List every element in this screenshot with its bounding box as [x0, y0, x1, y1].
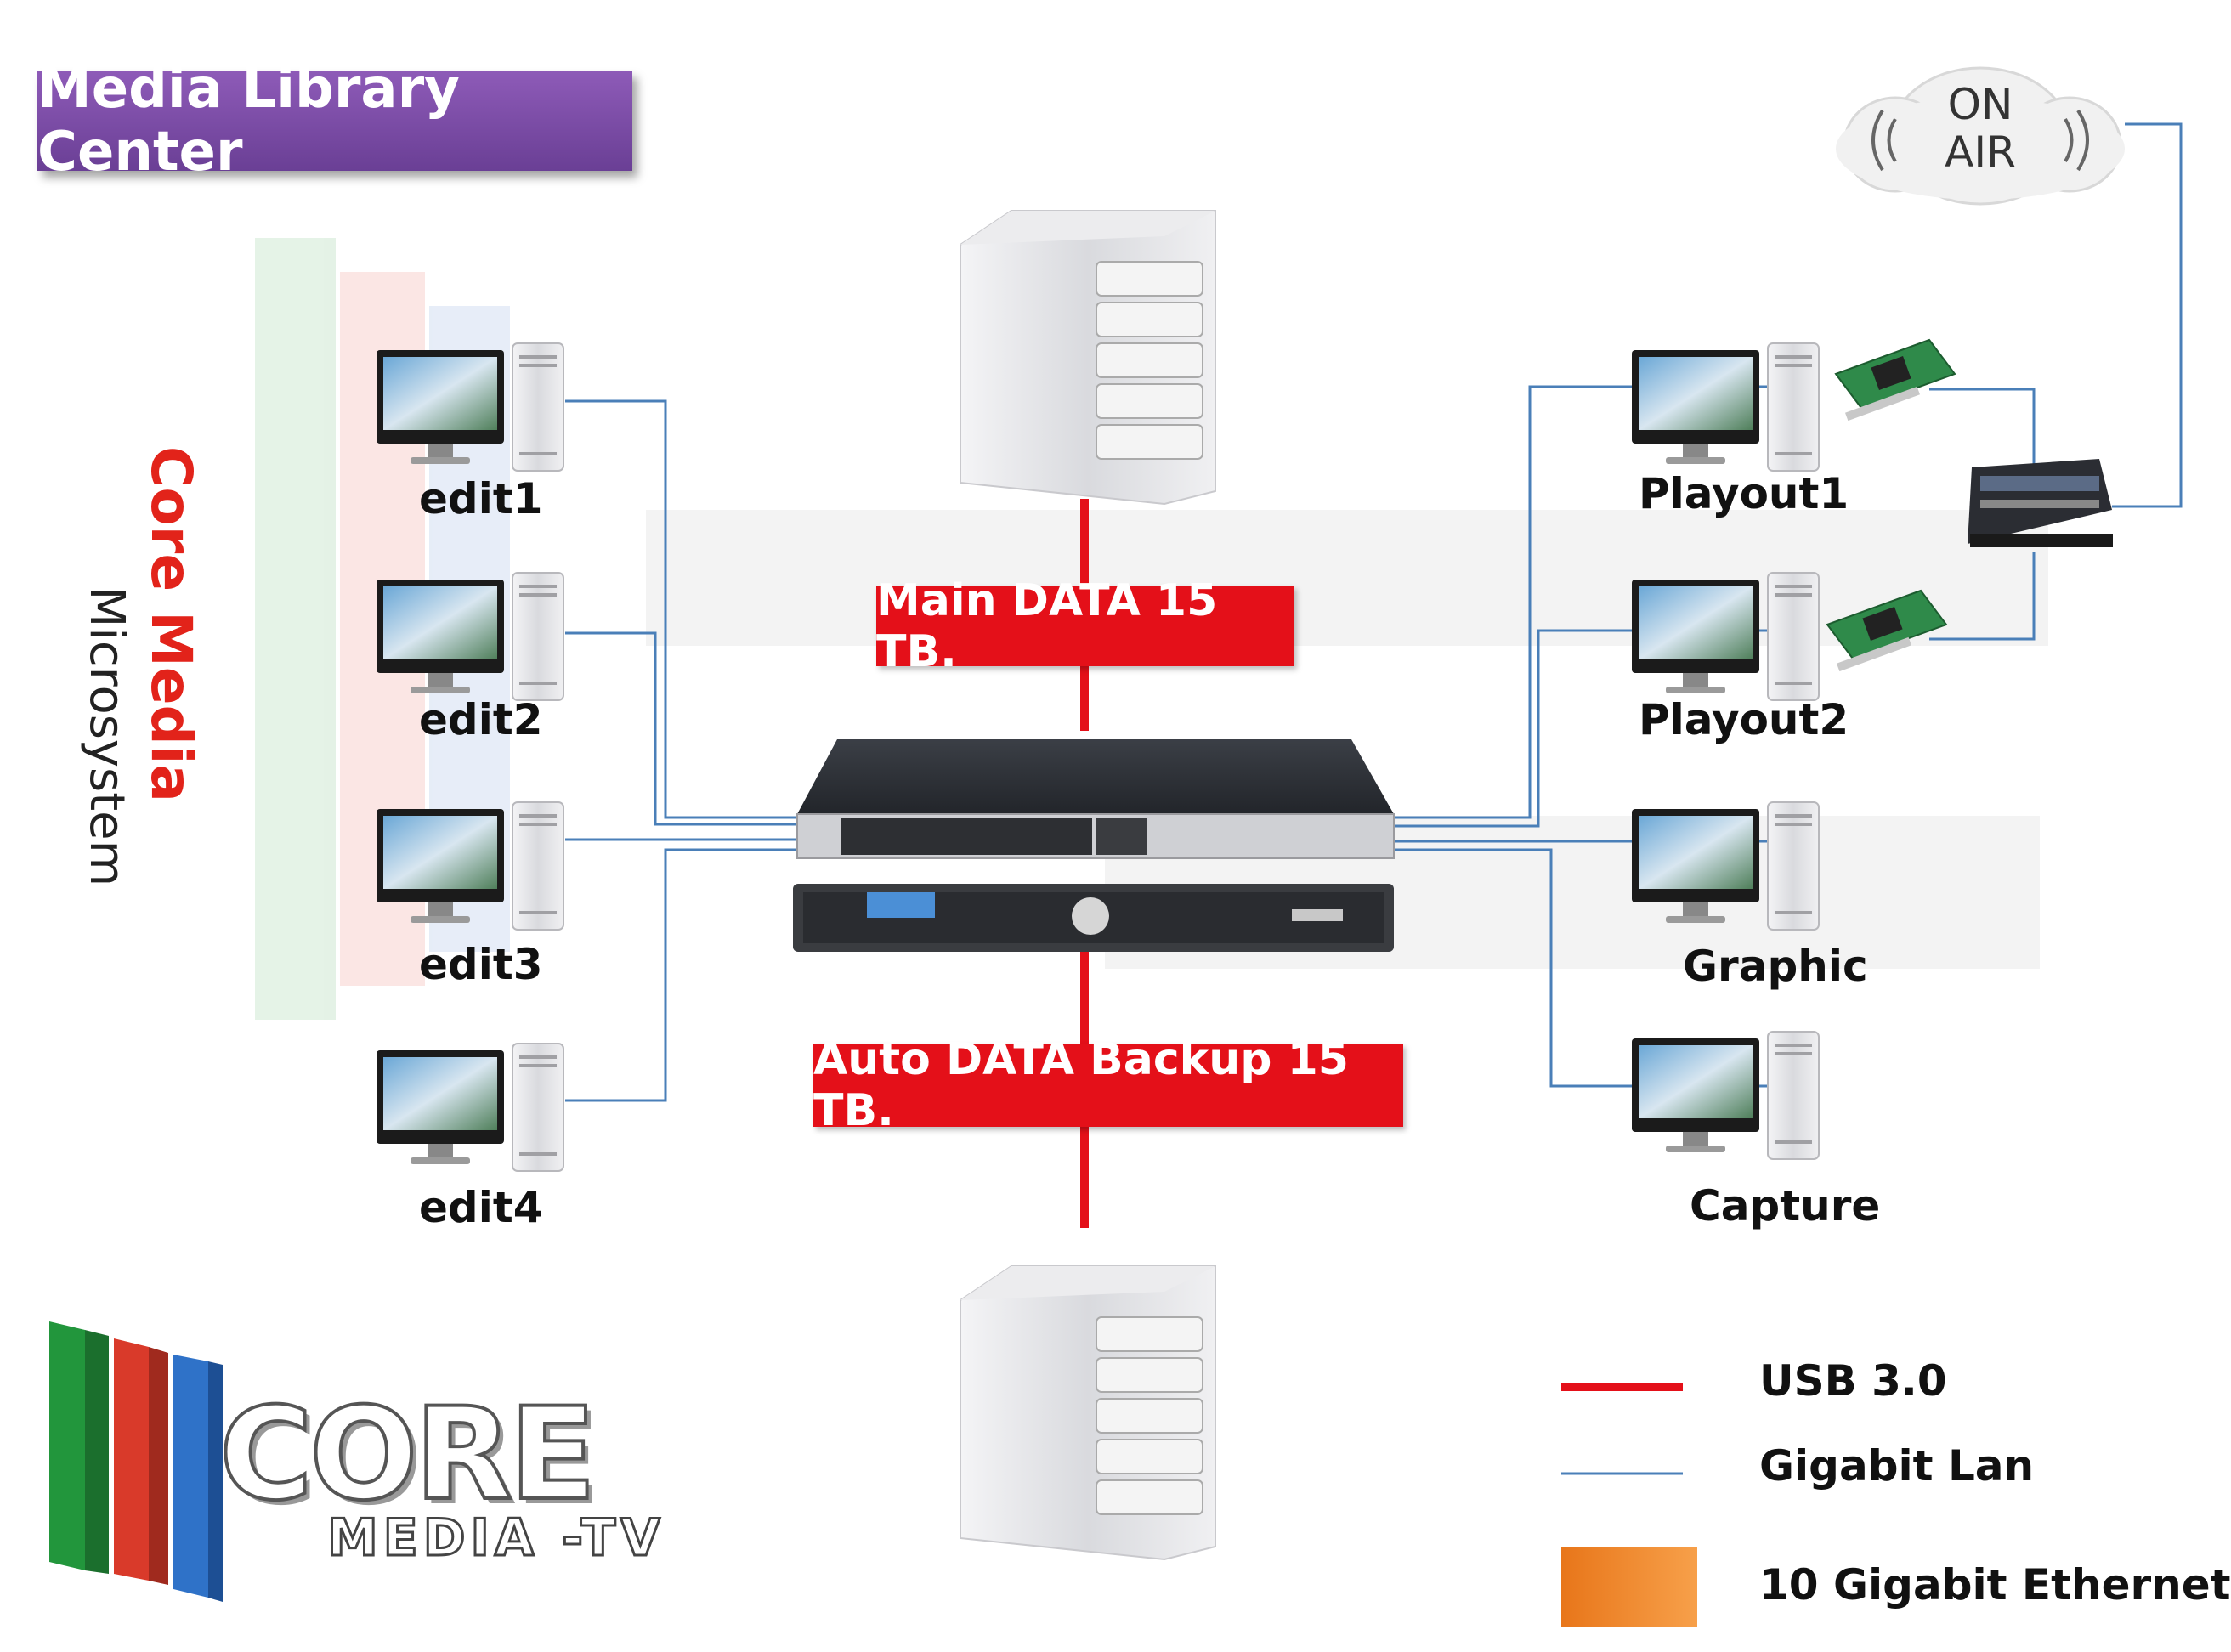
- brand-name: Core Media: [139, 446, 204, 802]
- node-label-edit4: edit4: [419, 1183, 543, 1232]
- legend-ten-gig-label: 10 Gigabit Ethernet: [1759, 1560, 2231, 1610]
- logo-media-tv-text: MEDIA -TV: [326, 1508, 665, 1570]
- on-air-line1: ON: [1947, 80, 2013, 129]
- node-label-edit2: edit2: [419, 695, 543, 744]
- node-label-graphic: Graphic: [1683, 942, 1868, 991]
- workstation-playout1: [1631, 342, 1820, 472]
- workstation-playout2: [1631, 572, 1820, 701]
- workstation-edit4: [376, 1043, 564, 1172]
- main-storage-icon: [960, 210, 1216, 505]
- on-air-text: ON AIR: [1929, 81, 2031, 176]
- core-logo-icon: [49, 1321, 223, 1602]
- legend-usb-label: USB 3.0: [1759, 1356, 1947, 1406]
- video-switcher-icon: [1968, 459, 2113, 547]
- logo-core-text: CORE: [218, 1379, 598, 1530]
- node-label-capture: Capture: [1690, 1181, 1881, 1231]
- server-icon: [793, 884, 1394, 952]
- node-label-edit1: edit1: [419, 474, 543, 523]
- workstation-capture: [1631, 1031, 1820, 1160]
- backup-storage-icon: [960, 1265, 1216, 1560]
- on-air-line2: AIR: [1945, 127, 2016, 177]
- video-card-icon: [1835, 339, 1956, 422]
- lan-links: [565, 122, 2183, 1102]
- node-label-playout1: Playout1: [1639, 469, 1849, 518]
- on-air-cloud-icon: [1836, 66, 2125, 206]
- backup-storage-label: Auto DATA Backup 15 TB.: [813, 1034, 1403, 1136]
- legend-ten-gig-swatch: [1561, 1547, 1697, 1627]
- legend: [1561, 1383, 1697, 1627]
- page-title: Media Library Center: [37, 58, 632, 184]
- node-label-edit3: edit3: [419, 940, 543, 989]
- node-label-playout2: Playout2: [1639, 695, 1849, 744]
- legend-lan-label: Gigabit Lan: [1759, 1441, 2035, 1491]
- main-storage-label: Main DATA 15 TB.: [876, 575, 1294, 677]
- brand-tagline: Microsystem: [79, 586, 134, 887]
- network-switch-icon: [796, 739, 1395, 859]
